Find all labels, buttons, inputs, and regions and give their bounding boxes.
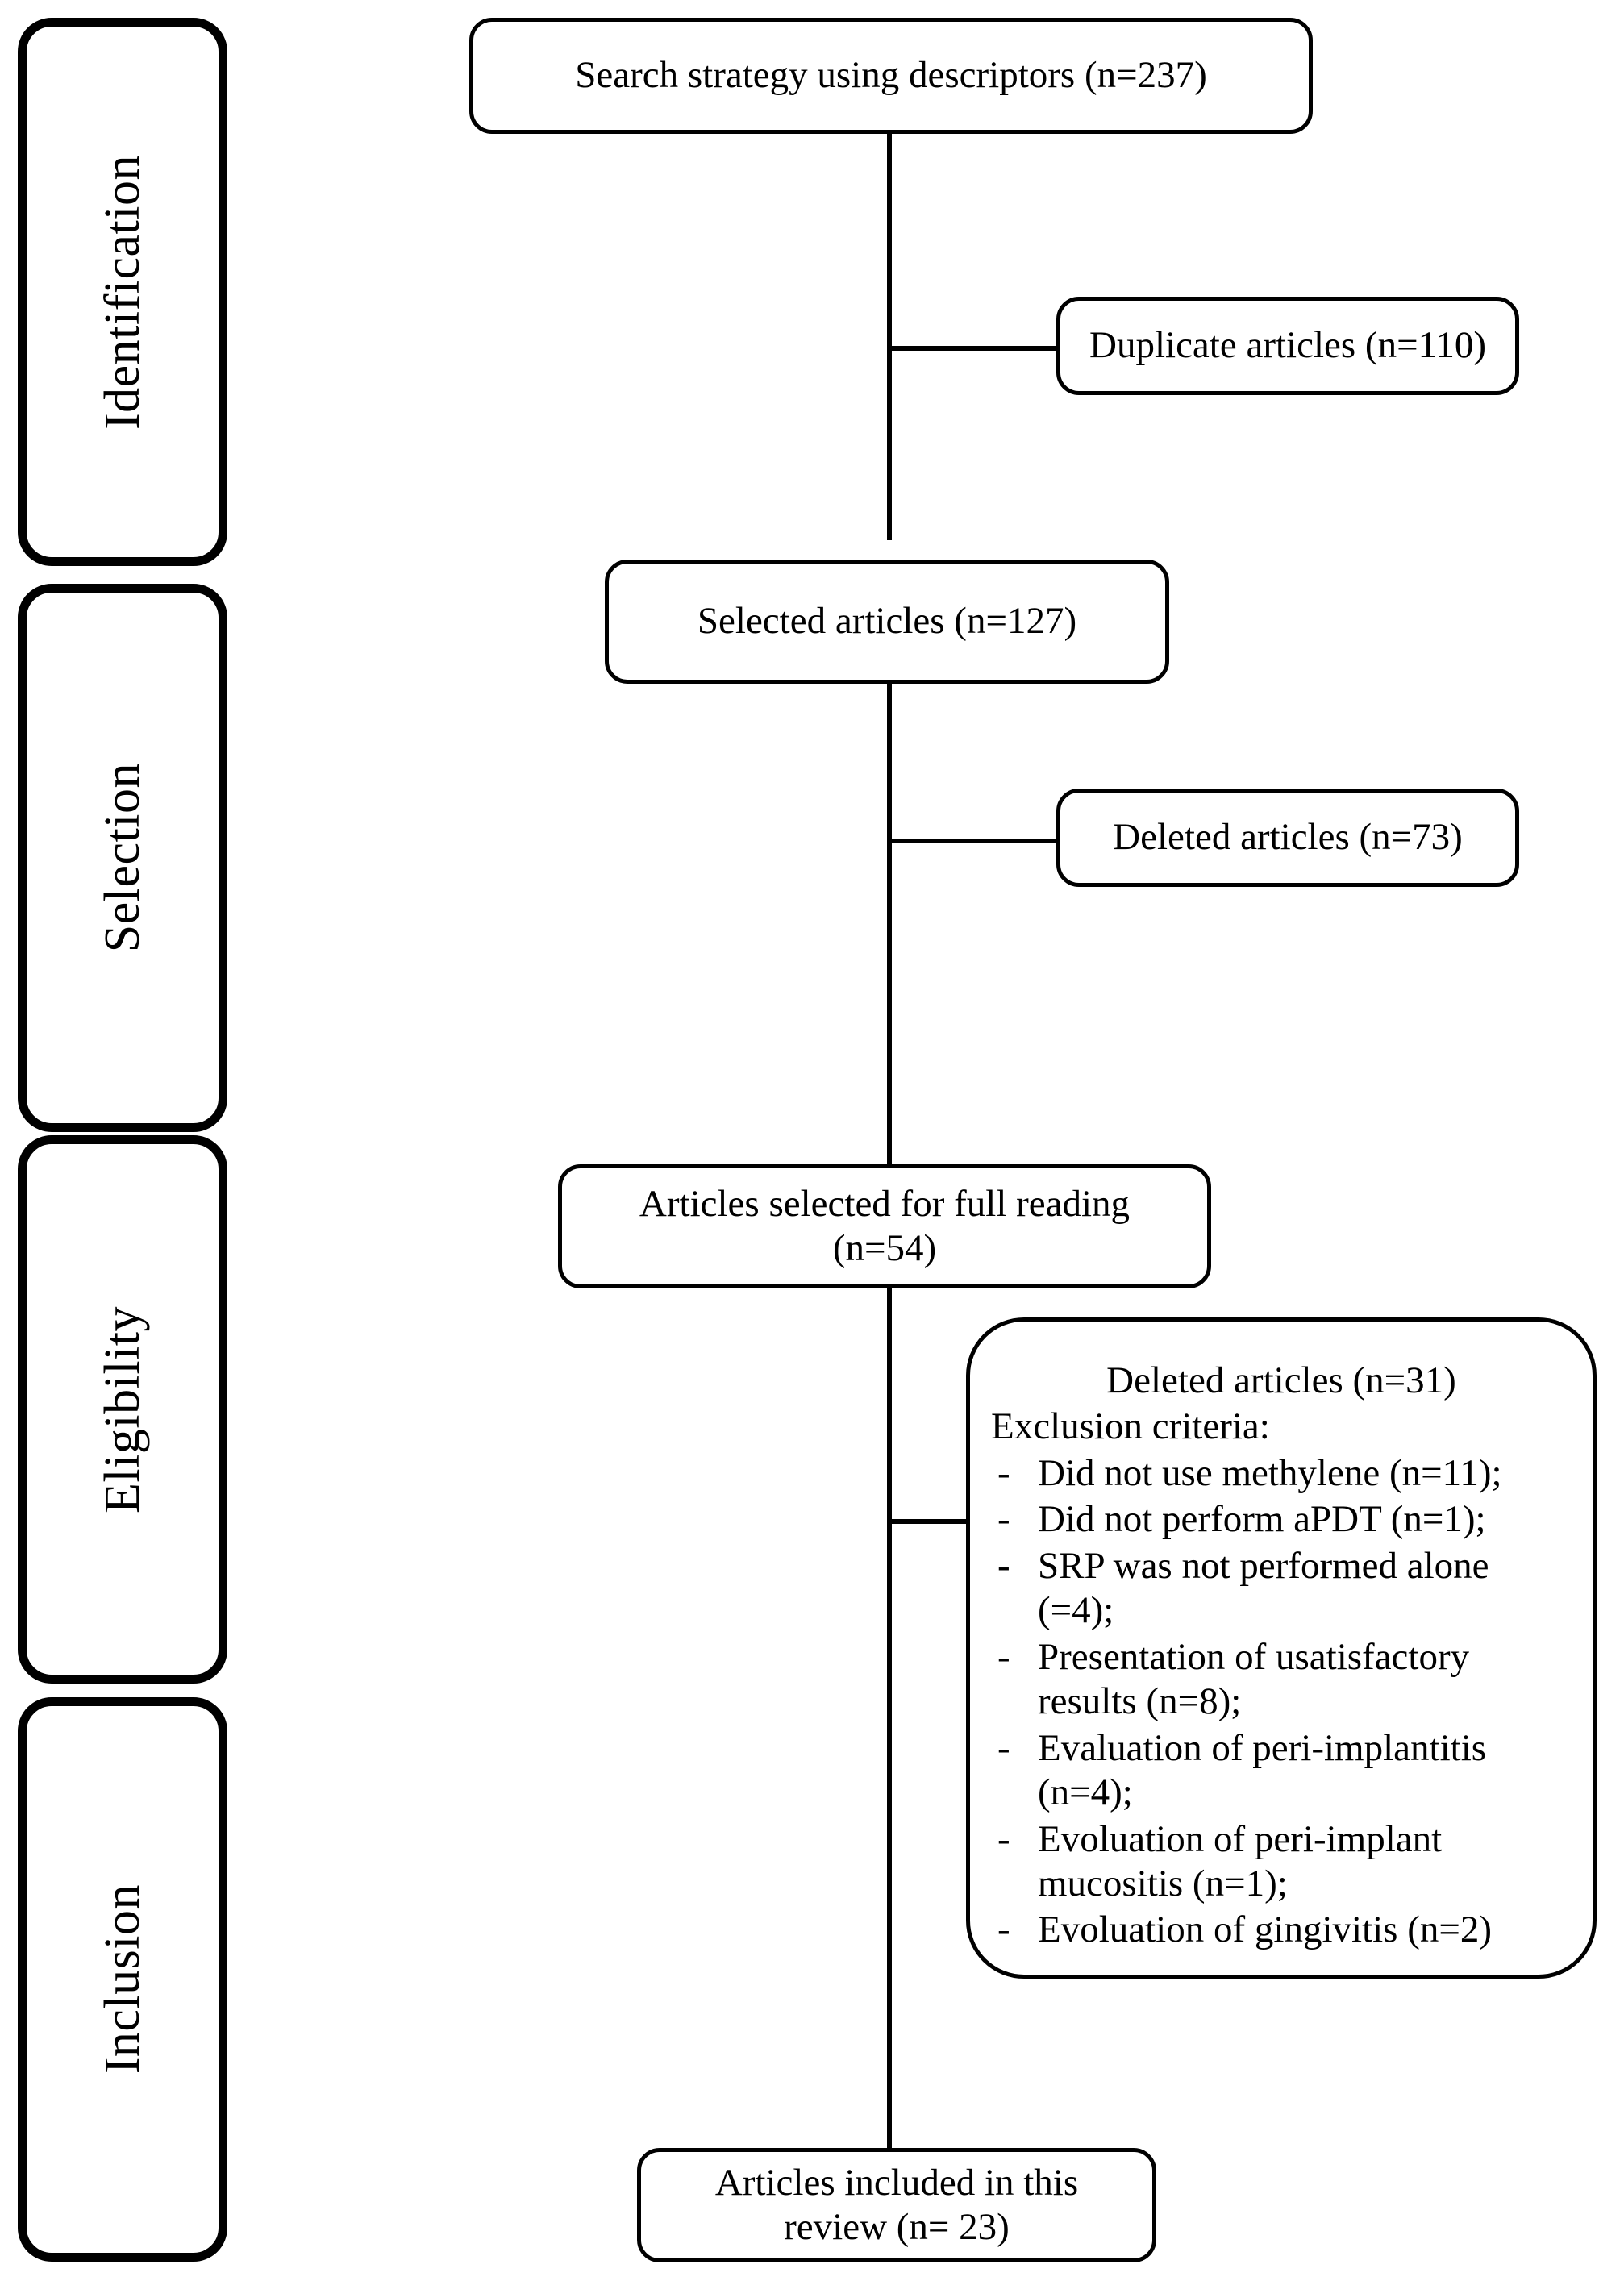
exclusion-title: Deleted articles (n=31) (1106, 1359, 1456, 1401)
flow-box-articles-included-text: Articles included in this review (n= 23) (701, 2161, 1093, 2250)
connector-branch-duplicates (887, 346, 1058, 351)
flow-box-selected-articles: Selected articles (n=127) (605, 560, 1169, 684)
flow-box-exclusion-criteria: Deleted articles (n=31) Exclusion criter… (966, 1317, 1597, 1979)
bullet-dash-icon: - (997, 1498, 1010, 1541)
exclusion-criteria-item-text: Evaluation of peri-implantitis (n=4); (1038, 1726, 1487, 1814)
flow-box-search-strategy: Search strategy using descriptors (n=237… (469, 18, 1313, 134)
stage-label-inclusion: Inclusion (95, 1884, 150, 2075)
bullet-dash-icon: - (997, 1451, 1010, 1494)
flow-box-articles-included-line2: review (n= 23) (784, 2206, 1010, 2248)
flow-box-full-reading-text: Articles selected for full reading (n=54… (625, 1182, 1144, 1272)
stage-label-selection: Selection (95, 763, 150, 953)
connector-search-to-selected (887, 129, 892, 540)
connector-branch-exclusion (887, 1519, 969, 1524)
bullet-dash-icon: - (997, 1908, 1010, 1951)
exclusion-criteria-item: - Evoluation of gingivitis (n=2) (991, 1908, 1572, 1952)
flow-box-full-reading-line1: Articles selected for full reading (639, 1182, 1131, 1225)
exclusion-criteria-list: - Did not use methylene (n=11); - Did no… (991, 1451, 1572, 1953)
exclusion-criteria-item-text: Evoluation of gingivitis (n=2) (1038, 1908, 1493, 1951)
exclusion-criteria-item: - Presentation of usatisfactory results … (991, 1635, 1572, 1725)
flow-box-duplicate-articles: Duplicate articles (n=110) (1056, 297, 1519, 395)
bullet-dash-icon: - (997, 1817, 1010, 1860)
stage-box-inclusion: Inclusion (18, 1697, 227, 2262)
exclusion-subtitle: Exclusion criteria: (991, 1405, 1270, 1448)
connector-full-reading-to-included (887, 1288, 892, 2151)
exclusion-criteria-item: - SRP was not performed alone (=4); (991, 1544, 1572, 1634)
stage-box-identification: Identification (18, 18, 227, 566)
bullet-dash-icon: - (997, 1726, 1010, 1769)
exclusion-criteria-item: - Did not perform aPDT (n=1); (991, 1497, 1572, 1542)
flow-box-articles-included-line1: Articles included in this (714, 2161, 1079, 2204)
exclusion-criteria-item-text: Did not use methylene (n=11); (1038, 1451, 1502, 1494)
flow-box-search-strategy-label: Search strategy using descriptors (n=237… (575, 54, 1207, 97)
flow-box-selected-articles-label: Selected articles (n=127) (697, 600, 1077, 643)
bullet-dash-icon: - (997, 1635, 1010, 1678)
flow-box-deleted-articles-selection-label: Deleted articles (n=73) (1113, 816, 1463, 859)
flow-box-full-reading: Articles selected for full reading (n=54… (558, 1164, 1211, 1288)
exclusion-criteria-item: - Evoluation of peri-implant mucositis (… (991, 1817, 1572, 1907)
exclusion-criteria-item-text: Did not perform aPDT (n=1); (1038, 1498, 1486, 1541)
connector-branch-deleted-selection (887, 839, 1058, 843)
stage-label-eligibility: Eligibility (95, 1305, 150, 1513)
bullet-dash-icon: - (997, 1544, 1010, 1587)
flow-box-full-reading-line2: (n=54) (832, 1227, 937, 1269)
stage-label-identification: Identification (95, 154, 150, 430)
exclusion-criteria-item-text: Evoluation of peri-implant mucositis (n=… (1038, 1817, 1443, 1904)
flow-box-articles-included: Articles included in this review (n= 23) (637, 2148, 1156, 2262)
stage-box-selection: Selection (18, 584, 227, 1132)
exclusion-criteria-item: - Did not use methylene (n=11); (991, 1451, 1572, 1496)
exclusion-criteria-item-text: Presentation of usatisfactory results (n… (1038, 1635, 1470, 1723)
connector-selected-to-full-reading (887, 684, 892, 1168)
flow-box-duplicate-articles-label: Duplicate articles (n=110) (1089, 324, 1486, 367)
exclusion-criteria-item-text: SRP was not performed alone (=4); (1038, 1544, 1489, 1632)
stage-box-eligibility: Eligibility (18, 1135, 227, 1684)
exclusion-criteria-item: - Evaluation of peri-implantitis (n=4); (991, 1726, 1572, 1816)
flow-box-deleted-articles-selection: Deleted articles (n=73) (1056, 789, 1519, 887)
